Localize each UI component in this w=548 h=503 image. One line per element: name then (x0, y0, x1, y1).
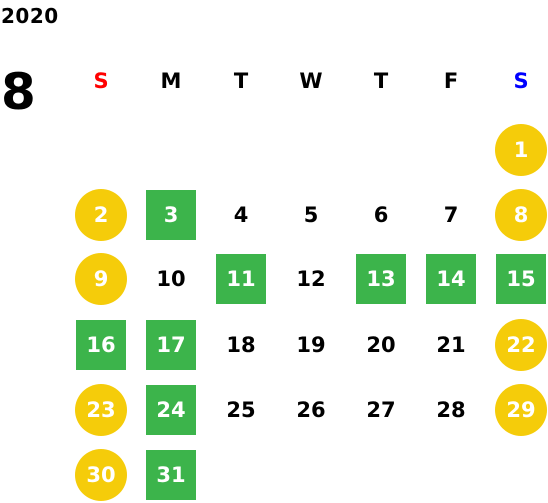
day-cell-27[interactable]: 27 (366, 398, 396, 422)
day-cell-28[interactable]: 28 (436, 398, 466, 422)
day-cell-22[interactable]: 22 (495, 319, 547, 371)
day-cell-8[interactable]: 8 (495, 189, 547, 241)
weekday-monday: M (160, 69, 182, 93)
day-cell-6[interactable]: 6 (373, 203, 389, 227)
day-cell-9[interactable]: 9 (75, 253, 127, 305)
day-cell-26[interactable]: 26 (296, 398, 326, 422)
day-cell-17[interactable]: 17 (146, 320, 196, 370)
day-cell-13[interactable]: 13 (356, 254, 406, 304)
weekday-thursday: T (373, 69, 389, 93)
month-label: 8 (1, 63, 36, 121)
day-cell-20[interactable]: 20 (366, 333, 396, 357)
day-cell-24[interactable]: 24 (146, 385, 196, 435)
weekday-sunday: S (93, 69, 109, 93)
day-cell-29[interactable]: 29 (495, 384, 547, 436)
day-cell-14[interactable]: 14 (426, 254, 476, 304)
day-cell-11[interactable]: 11 (216, 254, 266, 304)
year-label: 2020 (1, 4, 59, 28)
weekday-tuesday: T (233, 69, 249, 93)
weekday-saturday: S (513, 69, 529, 93)
day-cell-4[interactable]: 4 (233, 203, 249, 227)
day-cell-16[interactable]: 16 (76, 320, 126, 370)
day-cell-18[interactable]: 18 (226, 333, 256, 357)
day-cell-25[interactable]: 25 (226, 398, 256, 422)
day-cell-3[interactable]: 3 (146, 190, 196, 240)
day-cell-23[interactable]: 23 (75, 384, 127, 436)
day-cell-12[interactable]: 12 (296, 267, 326, 291)
day-cell-21[interactable]: 21 (436, 333, 466, 357)
day-cell-19[interactable]: 19 (296, 333, 326, 357)
day-cell-10[interactable]: 10 (156, 267, 186, 291)
day-cell-30[interactable]: 30 (75, 449, 127, 501)
weekday-wednesday: W (299, 69, 323, 93)
weekday-friday: F (443, 69, 459, 93)
day-cell-2[interactable]: 2 (75, 189, 127, 241)
day-cell-7[interactable]: 7 (443, 203, 459, 227)
day-cell-31[interactable]: 31 (146, 450, 196, 500)
day-cell-1[interactable]: 1 (495, 124, 547, 176)
day-cell-5[interactable]: 5 (303, 203, 319, 227)
day-cell-15[interactable]: 15 (496, 254, 546, 304)
